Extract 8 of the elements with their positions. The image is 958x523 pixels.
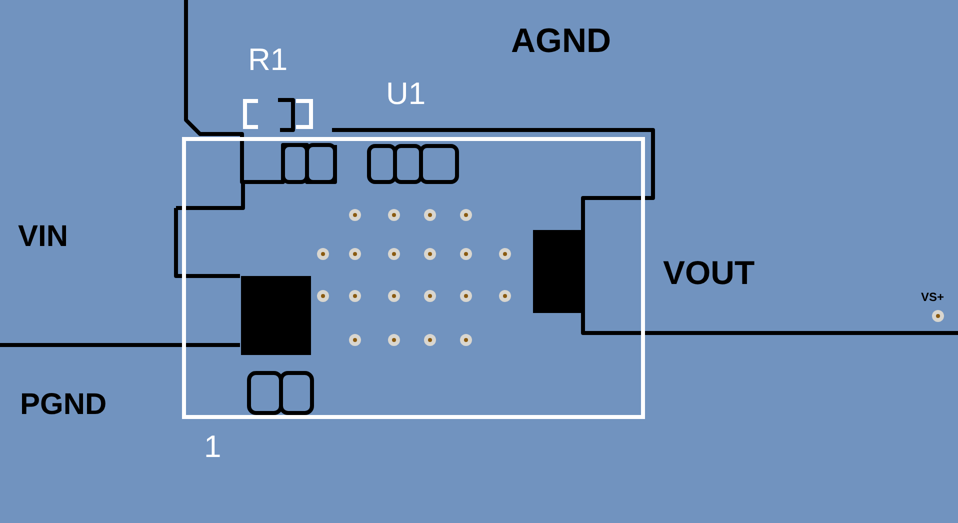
net-label: VOUT [663, 256, 755, 289]
net-label: AGND [511, 24, 612, 58]
net-label: PGND [20, 390, 107, 420]
net-label: VIN [18, 222, 68, 252]
pin-one-label: 1 [204, 431, 222, 462]
silkscreen-label: U1 [386, 78, 426, 109]
test-point-label: VS+ [921, 291, 944, 303]
silkscreen-label: R1 [248, 44, 288, 75]
